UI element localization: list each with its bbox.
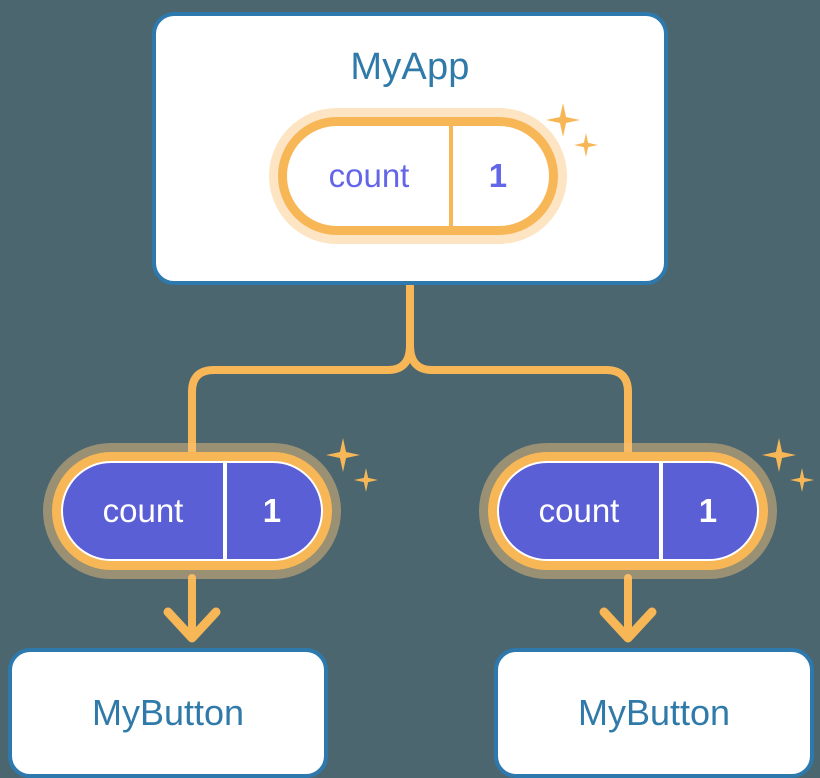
signal-pill-body[interactable]: count 1 [52,452,332,570]
signal-name: count [328,157,410,194]
signal-pill-body[interactable]: count 1 [488,452,768,570]
component-label: MyButton [91,692,245,733]
connector-left-branch [188,281,414,456]
component-label: MyButton [577,692,731,733]
signal-divider [659,461,664,561]
signal-value: 1 [262,492,282,529]
signal-pill-inner: count 1 [499,463,757,559]
arrow-down-icon-right-head [599,607,657,643]
component-box-right[interactable]: MyButton [494,648,814,778]
connector-right-branch [406,281,632,456]
signal-value: 1 [698,492,718,529]
signal-pill-child-right[interactable]: count 1 [488,438,814,570]
page-title: MyApp [350,46,470,88]
signal-pill-app[interactable]: count 1 [278,103,598,235]
signal-divider [223,461,228,561]
signal-pill-inner: count 1 [289,128,547,224]
signal-pill-inner: count 1 [63,463,321,559]
signal-value: 1 [488,157,508,194]
signal-name: count [102,492,184,529]
signal-pill-body[interactable]: count 1 [278,117,558,235]
signal-pill-child-left[interactable]: count 1 [52,438,378,570]
arrow-down-icon-left-head [163,607,221,643]
signal-divider [449,126,454,226]
component-box-left[interactable]: MyButton [8,648,328,778]
signal-name: count [538,492,620,529]
